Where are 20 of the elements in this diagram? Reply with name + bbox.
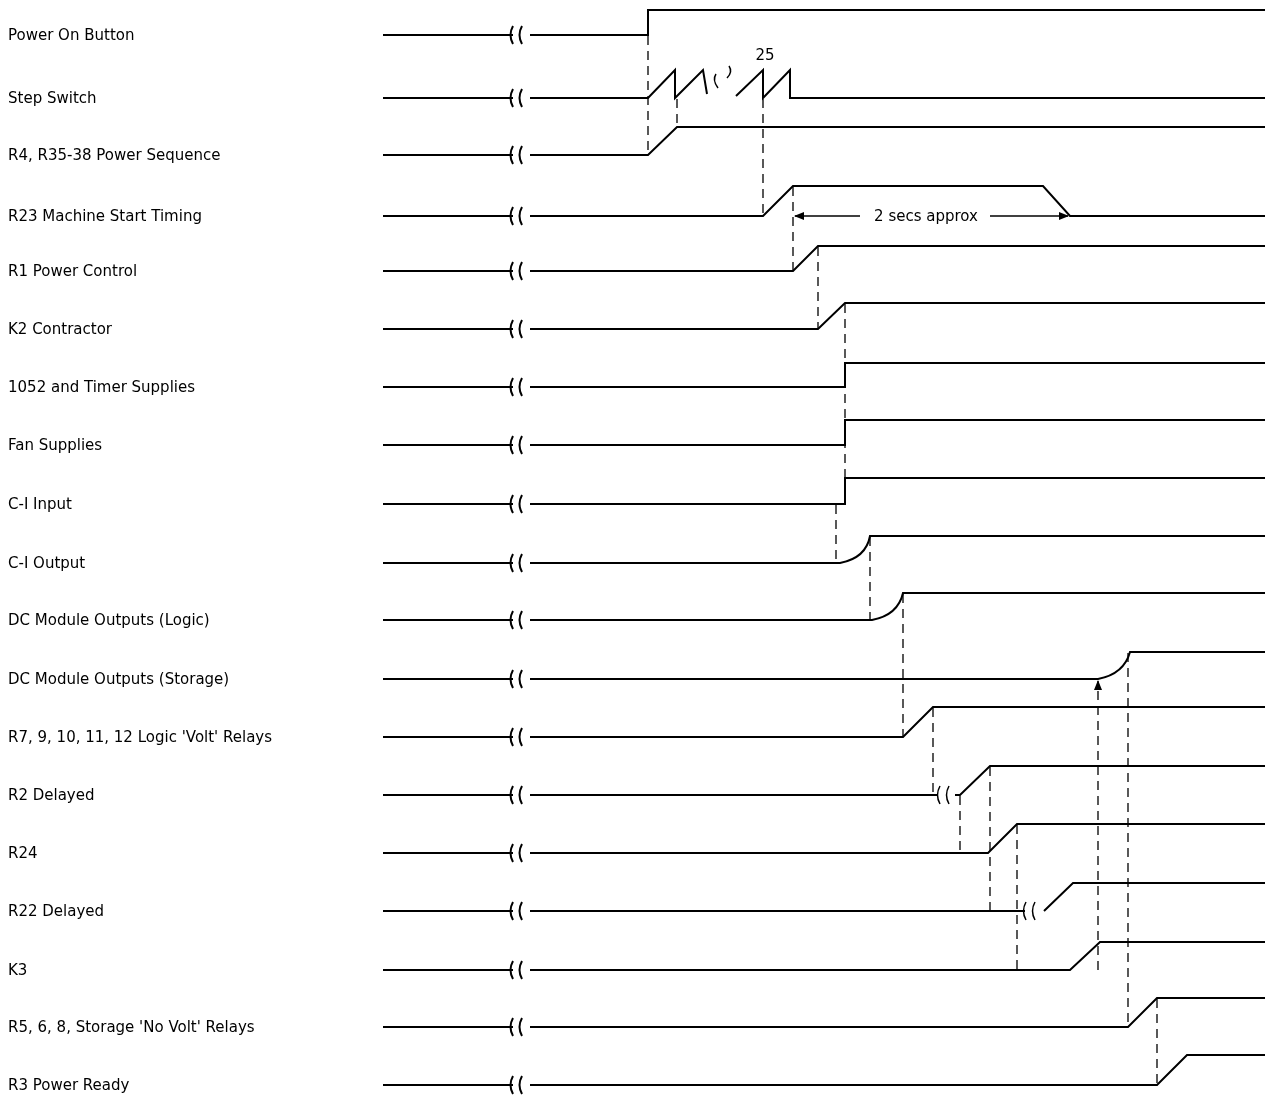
signal-name: Power On Button xyxy=(8,27,135,43)
signal-name: R4, R35-38 Power Sequence xyxy=(8,147,221,163)
signal-name: DC Module Outputs (Logic) xyxy=(8,612,210,628)
signal-name: R23 Machine Start Timing xyxy=(8,208,202,224)
signal-name: R5, 6, 8, Storage 'No Volt' Relays xyxy=(8,1019,255,1035)
signal-name: Fan Supplies xyxy=(8,437,103,453)
signal-name: Step Switch xyxy=(8,90,97,106)
signal-name: R22 Delayed xyxy=(8,903,105,919)
signal-name: C-I Output xyxy=(8,555,86,571)
signal-name: DC Module Outputs (Storage) xyxy=(8,671,230,687)
signal-name: R24 xyxy=(8,845,38,861)
signal-name: K3 xyxy=(8,962,28,978)
signal-name: R2 Delayed xyxy=(8,787,95,803)
signal-name: K2 Contractor xyxy=(8,321,113,337)
step-count: 25 xyxy=(755,47,775,63)
signal-name: 1052 and Timer Supplies xyxy=(8,379,196,395)
signal-name: R1 Power Control xyxy=(8,263,138,279)
signal-name: R7, 9, 10, 11, 12 Logic 'Volt' Relays xyxy=(8,729,273,745)
signal-name: C-I Input xyxy=(8,496,72,512)
signal-name: R3 Power Ready xyxy=(8,1077,130,1093)
